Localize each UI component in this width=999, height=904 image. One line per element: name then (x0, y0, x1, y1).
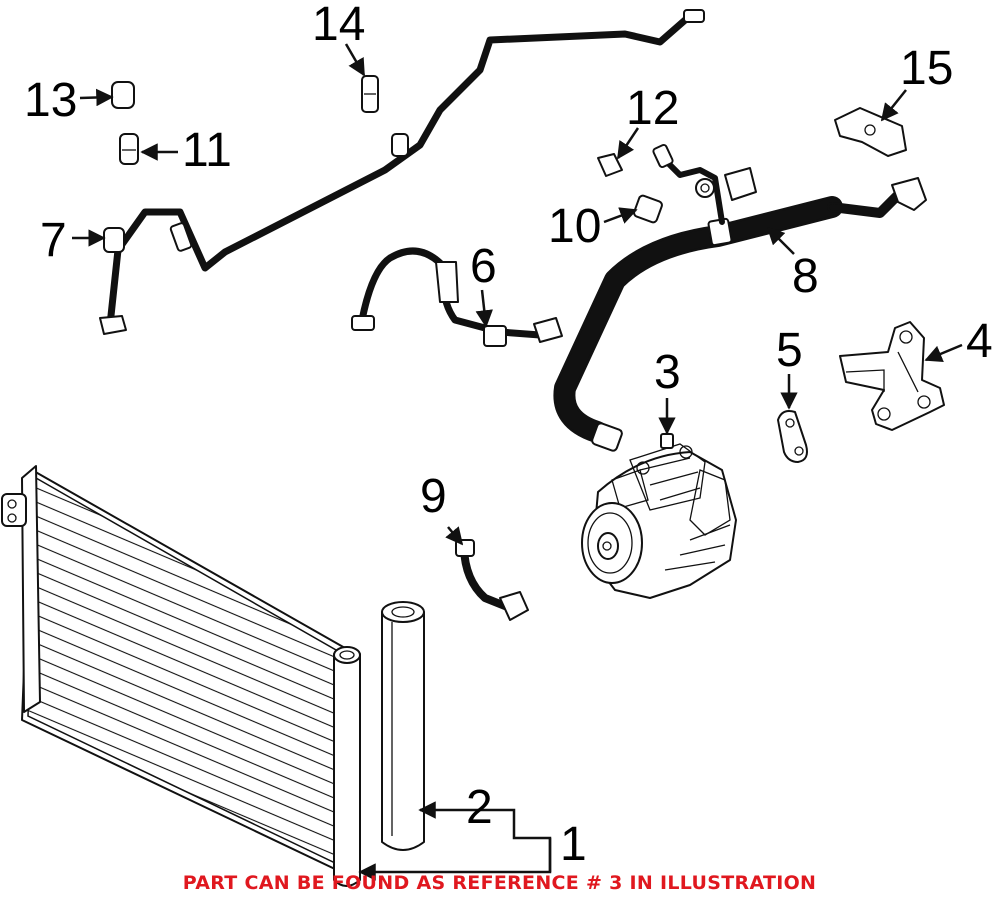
callout-4: 4 (966, 315, 993, 368)
callout-9: 9 (420, 470, 447, 523)
ac-compressor[interactable] (581, 433, 737, 599)
condenser[interactable] (1, 465, 361, 887)
sensor-11[interactable] (119, 133, 139, 165)
suction-hose-assembly[interactable] (553, 143, 927, 452)
callout-5: 5 (776, 324, 803, 377)
callout-1: 1 (560, 818, 587, 871)
clip-15[interactable] (834, 107, 907, 157)
callout-8: 8 (792, 250, 819, 303)
pressure-switch-10[interactable] (633, 194, 663, 224)
spacer-plate[interactable] (777, 410, 808, 463)
receiver-drier[interactable] (381, 601, 425, 851)
compressor-bracket[interactable] (839, 321, 945, 431)
reference-notice: PART CAN BE FOUND AS REFERENCE # 3 IN IL… (182, 872, 817, 894)
callout-7: 7 (40, 214, 67, 267)
callout-11: 11 (182, 124, 232, 177)
callout-13: 13 (24, 74, 77, 127)
callout-14: 14 (312, 0, 365, 51)
callout-10: 10 (548, 200, 601, 253)
pressure-sensor-14[interactable] (361, 75, 379, 113)
pressure-hose[interactable] (351, 247, 563, 347)
callout-15: 15 (900, 42, 953, 95)
liquid-line[interactable] (99, 9, 705, 335)
callout-3: 3 (654, 346, 681, 399)
callout-6: 6 (470, 240, 497, 293)
drier-pipe[interactable] (455, 539, 529, 621)
callout-2: 2 (466, 781, 493, 834)
o-ring-cap-12[interactable] (597, 153, 623, 177)
cap-13[interactable] (111, 81, 135, 109)
callout-12: 12 (626, 82, 679, 135)
leader-lines (72, 43, 963, 881)
